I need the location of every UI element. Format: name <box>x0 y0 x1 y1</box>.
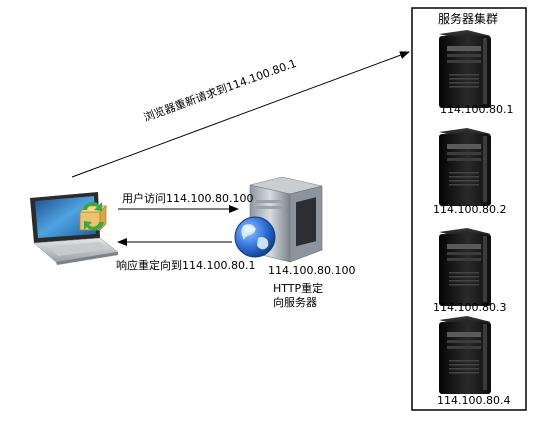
server-4-ip: 114.100.80.4 <box>437 394 511 407</box>
tower-server-icon <box>439 128 491 206</box>
server-cluster-frame <box>411 7 527 411</box>
redirect-server-name-line1: HTTP重定 <box>273 282 324 295</box>
server-2-ip: 114.100.80.2 <box>433 203 507 216</box>
browser-request-arrow <box>71 51 410 178</box>
cluster-title: 服务器集群 <box>438 12 499 26</box>
tower-server-icon <box>439 228 491 306</box>
server-3-ip: 114.100.80.3 <box>433 301 507 314</box>
tower-server-icon <box>439 316 491 394</box>
tower-server-icon <box>439 30 491 108</box>
globe-icon <box>234 216 276 258</box>
server-1-ip: 114.100.80.1 <box>440 103 514 116</box>
redirect-server-ip: 114.100.80.100 <box>268 264 356 277</box>
laptop-icon <box>30 192 119 265</box>
user-visit-label: 用户访问114.100.80.100 <box>122 192 254 205</box>
redirect-response-label: 响应重定向到114.100.80.1 <box>116 259 256 272</box>
refresh-arrows-icon <box>79 202 107 231</box>
redirect-server-name-line2: 向服务器 <box>273 296 317 309</box>
